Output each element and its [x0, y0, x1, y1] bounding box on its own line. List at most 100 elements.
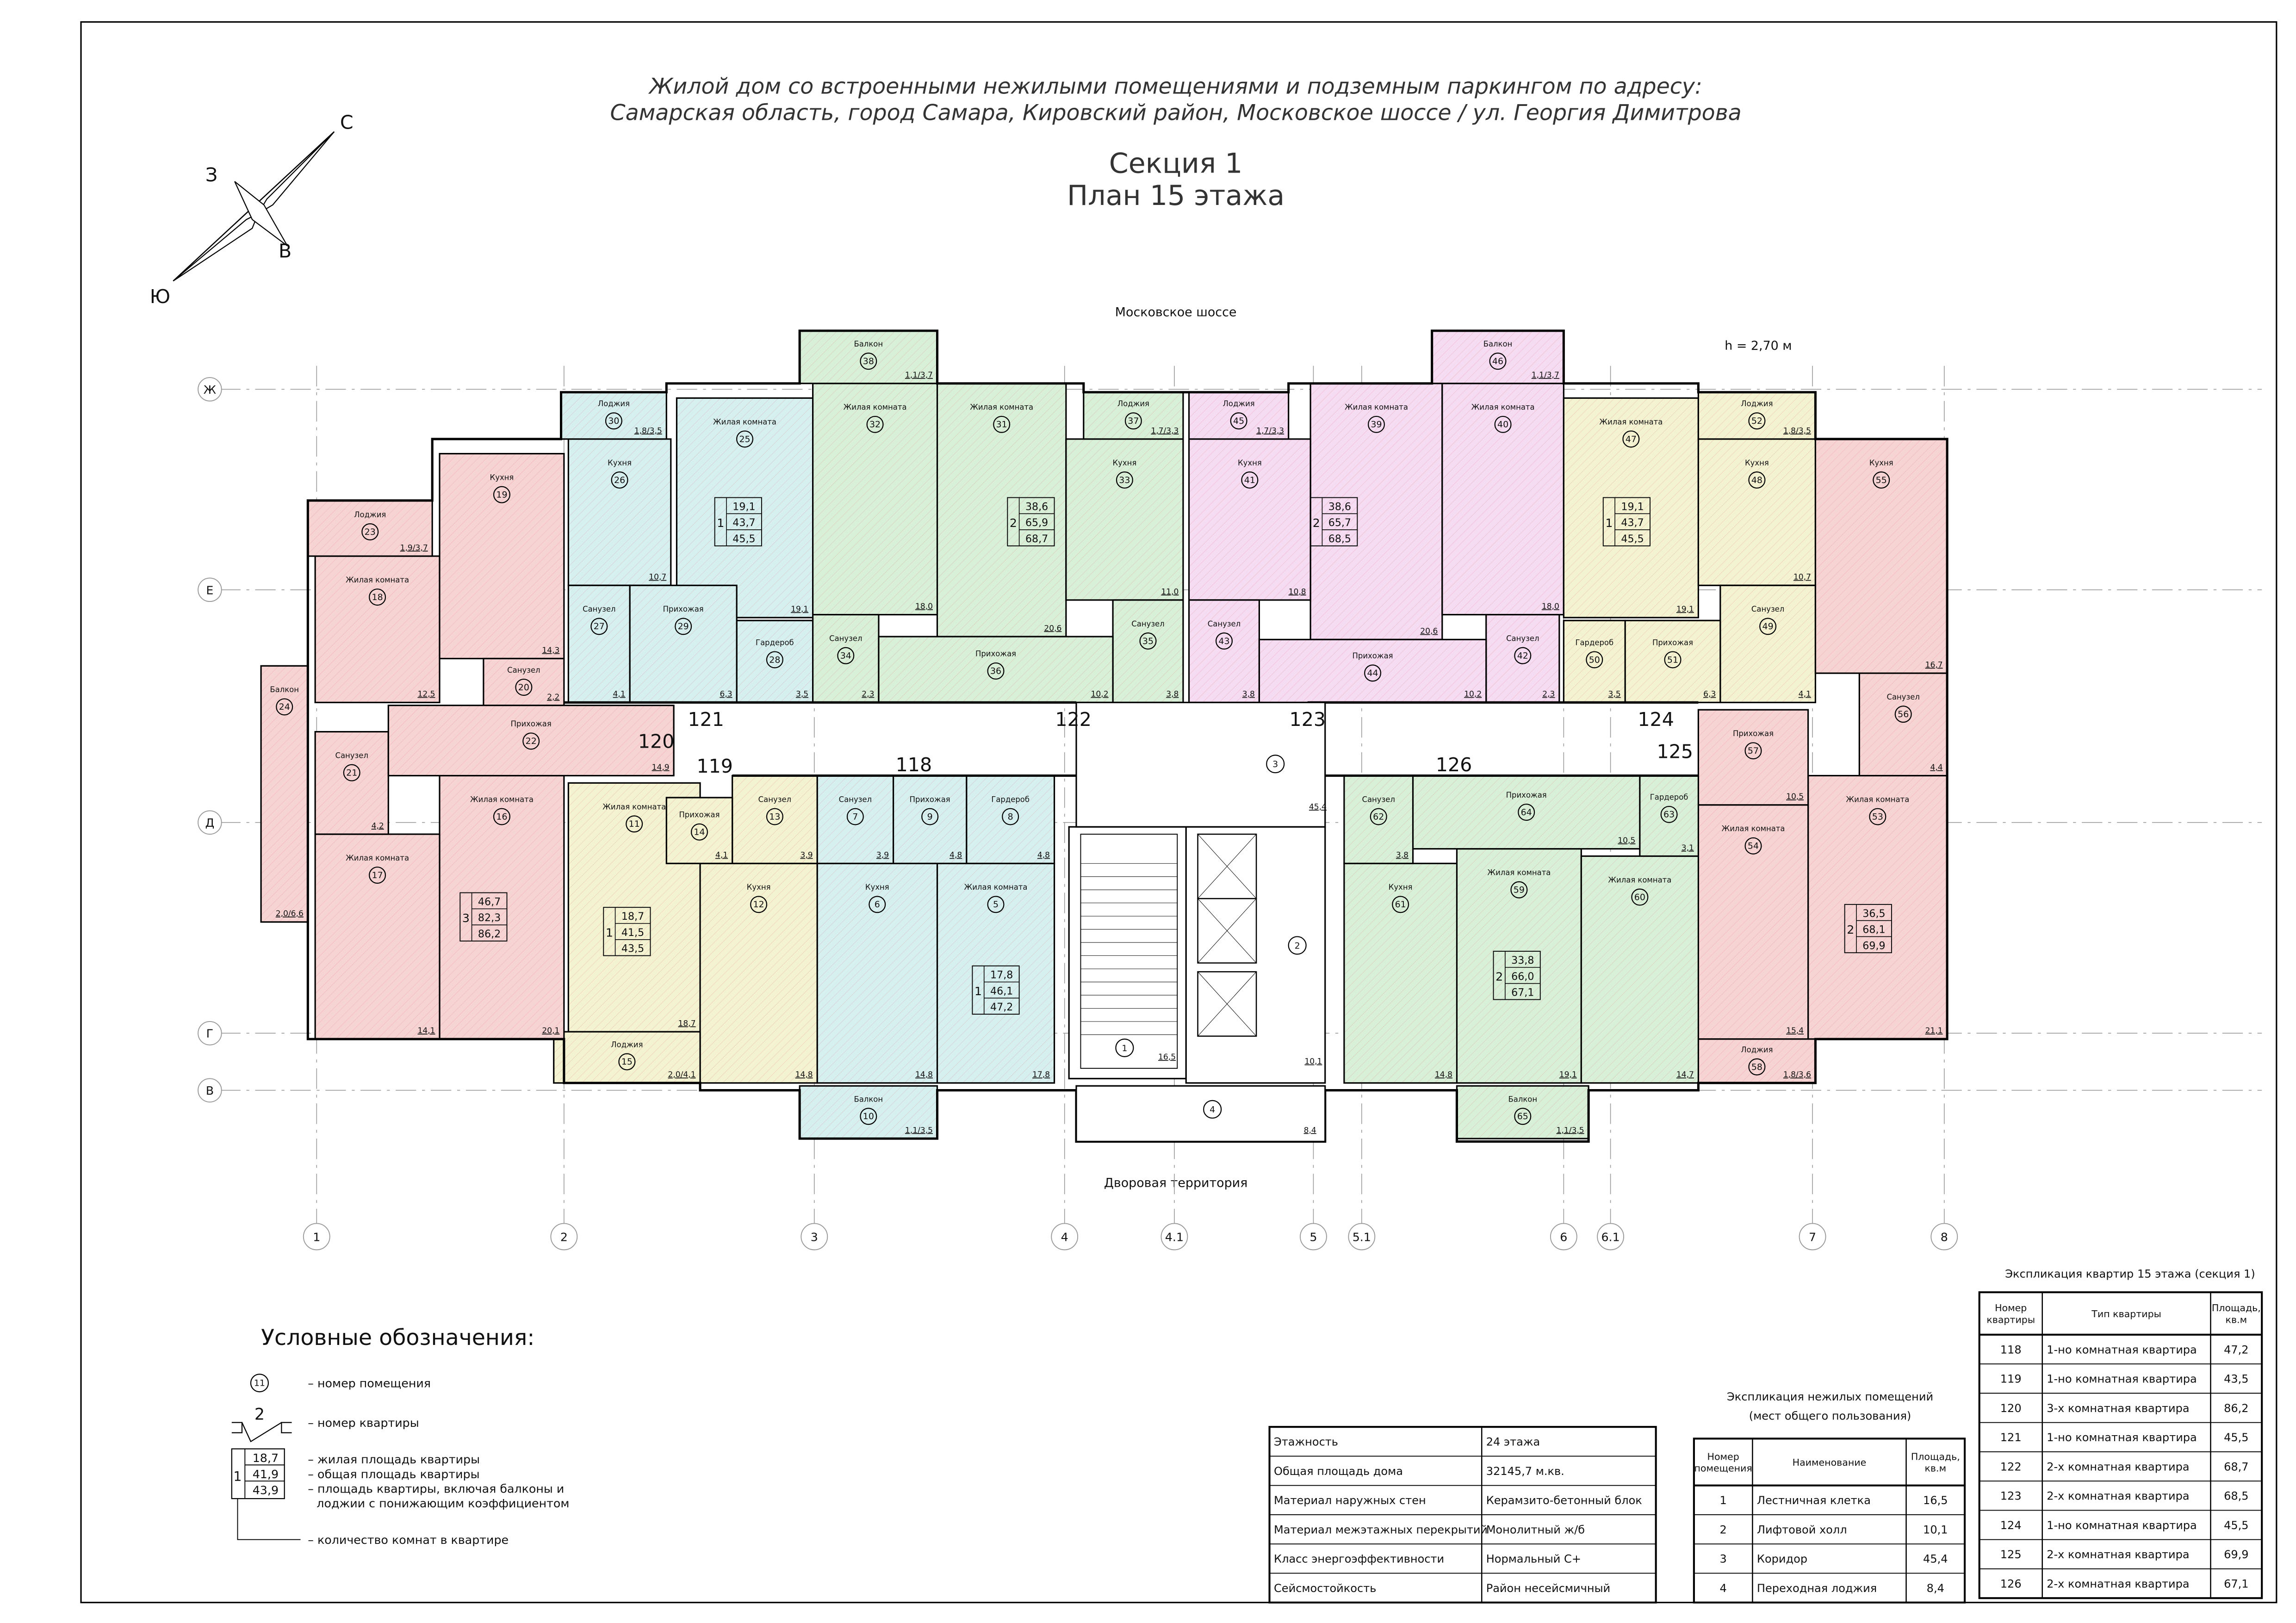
- room-number: 62: [1373, 812, 1384, 822]
- room-number: 6: [875, 899, 880, 910]
- legend: Условные обозначения: 11 – номер помещен…: [231, 1325, 569, 1547]
- room-name: Прихожая: [1733, 729, 1774, 738]
- room-area: 10,1: [1304, 1057, 1322, 1066]
- compass-north: С: [340, 111, 354, 133]
- table-cell: 125: [2000, 1548, 2022, 1561]
- room-number-marker: [1748, 471, 1766, 489]
- room-outline: [936, 862, 1055, 1084]
- room-outline: [1343, 774, 1414, 864]
- room-name: Прихожая: [511, 719, 552, 728]
- room-number-marker: [1288, 936, 1307, 955]
- room-area: 10,5: [1618, 836, 1635, 845]
- room-area: 10,2: [1091, 690, 1109, 699]
- room-number: 27: [594, 621, 605, 632]
- room-area: 20,1: [542, 1026, 559, 1035]
- room-area: 20,6: [1044, 624, 1061, 633]
- room-number-marker: [590, 618, 608, 635]
- summary-box: [1844, 904, 1892, 954]
- room-outline: [1807, 774, 1948, 1040]
- summary-total: 65,9: [1025, 517, 1048, 529]
- room-number-marker: [1203, 1100, 1222, 1119]
- room-number-marker: [1489, 353, 1507, 370]
- room-name: Лоджия: [1741, 399, 1773, 408]
- room-number-marker: [860, 353, 877, 370]
- apartment-summary-119: 118,741,543,5: [603, 907, 651, 956]
- room-number-marker: [921, 808, 939, 825]
- table-cell: 32145,7 м.кв.: [1486, 1465, 1564, 1478]
- axis-marker: [550, 1223, 578, 1251]
- axis-marker: [198, 577, 222, 602]
- room-area: 18,0: [915, 602, 933, 611]
- axis-row-label: Е: [206, 583, 213, 597]
- room-number-marker: [361, 523, 379, 541]
- room-outline: [483, 657, 565, 706]
- room-number-marker: [1230, 412, 1247, 430]
- room-number: 16: [496, 812, 507, 822]
- room-name: Прихожая: [975, 650, 1016, 658]
- room-number-marker: [1116, 471, 1133, 489]
- room-number-marker: [866, 415, 884, 433]
- summary-with-balconies: 45,5: [732, 533, 755, 545]
- room-number-marker: [1748, 1058, 1766, 1076]
- room-area: 14,7: [1676, 1070, 1694, 1079]
- room-name: Жилая комната: [844, 403, 907, 412]
- room-number: 65: [1517, 1111, 1528, 1121]
- axis-col-label: 3: [811, 1230, 818, 1244]
- table-cell: Общая площадь дома: [1274, 1465, 1403, 1478]
- room-number-marker: [522, 732, 540, 750]
- room-number: 2: [1295, 941, 1300, 951]
- common-room-outline: [1075, 701, 1326, 828]
- door-icon: [231, 1422, 292, 1443]
- room-name: Прихожая: [910, 795, 950, 804]
- room-number: 4: [1210, 1105, 1215, 1115]
- table-cell: Сейсмостойкость: [1274, 1582, 1376, 1595]
- room-name: Санузел: [829, 634, 862, 643]
- room-number: 52: [1751, 416, 1762, 426]
- table-cell: 69,9: [2224, 1548, 2249, 1561]
- room-outline: [1719, 584, 1817, 703]
- room-name: Прихожая: [1506, 791, 1547, 799]
- table-header-cell: Наименование: [1793, 1457, 1867, 1468]
- compass-icon: С З В Ю: [150, 111, 354, 307]
- legend-room-sample: 11: [254, 1378, 265, 1388]
- axis-row-label: Д: [205, 816, 214, 830]
- room-number: 40: [1497, 420, 1508, 430]
- section-title: Секция 1: [1109, 147, 1243, 180]
- table-cell: 2-х комнатная квартира: [2047, 1577, 2189, 1590]
- room-number: 45: [1233, 416, 1244, 426]
- axis-col-label: 6.1: [1601, 1230, 1620, 1244]
- room-number-marker: [1115, 1038, 1134, 1057]
- room-name: Прихожая: [1353, 651, 1393, 660]
- room-number: 37: [1128, 416, 1139, 426]
- apartment-number: 125: [1657, 741, 1693, 763]
- room-name: Санузел: [335, 751, 368, 760]
- room-number-marker: [1744, 742, 1762, 760]
- room-number: 60: [1634, 892, 1645, 902]
- room-area: 10,5: [1786, 792, 1804, 801]
- room-number-marker: [1241, 471, 1259, 489]
- room-number-marker: [987, 896, 1005, 913]
- apartment-number: 124: [1638, 708, 1674, 731]
- room-name: Лоджия: [1741, 1045, 1773, 1054]
- legend-apt-label: – номер квартиры: [308, 1416, 419, 1430]
- room-number-marker: [493, 486, 510, 503]
- room-number: 46: [1492, 356, 1503, 366]
- table-cell: 124: [2000, 1519, 2022, 1532]
- room-outline: [816, 774, 894, 864]
- room-outline: [1639, 774, 1699, 857]
- room-name: Кухня: [1113, 458, 1137, 467]
- table-cell: 47,2: [2224, 1343, 2249, 1356]
- axis-marker: [1799, 1223, 1826, 1251]
- room-number: 29: [678, 621, 689, 632]
- summary-box: [459, 892, 508, 942]
- room-area: 14,8: [1435, 1070, 1452, 1079]
- apartment-number: 126: [1436, 754, 1472, 776]
